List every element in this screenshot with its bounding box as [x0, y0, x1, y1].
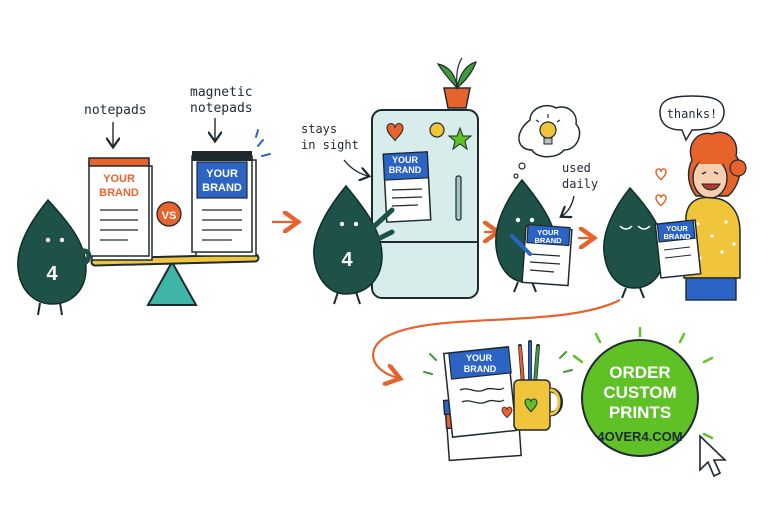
sparkle-marks [423, 351, 573, 375]
brand-text-3: YOUR [206, 168, 238, 180]
brand-text-2: BRAND [99, 187, 139, 199]
magnetic-notepad: YOUR BRAND [191, 129, 271, 257]
shine-marks [255, 129, 271, 157]
brand-text-6: BRAND [389, 165, 422, 175]
scale-bar [92, 255, 258, 265]
magnetic-label-2: notepads [190, 101, 253, 116]
cursor-icon [699, 434, 727, 478]
lightbulb-icon [539, 121, 557, 139]
pen-mug [513, 340, 563, 431]
cta-line-2: CUSTOM [603, 383, 676, 402]
notepads-label: notepads [84, 103, 147, 118]
stays-label-2: in sight [301, 138, 359, 152]
thanks-text: thanks! [667, 107, 718, 121]
comparison-scene: notepads magnetic notepads YOUR BRAND VS… [17, 85, 271, 316]
burst-marks [572, 326, 714, 440]
fridge-scene: stays in sight YOUR BRAND 4 [301, 57, 479, 305]
brand-text-12: BRAND [464, 364, 497, 374]
scale-base [146, 259, 198, 306]
brand-text-8: BRAND [534, 236, 562, 245]
vs-badge [156, 201, 182, 227]
cta-line-1: ORDER [609, 363, 670, 382]
gift-scene: YOUR BRAND thanks! [603, 95, 747, 301]
fridge-handle [455, 175, 462, 221]
mascot-number-1: 4 [46, 263, 58, 285]
pen-icon [510, 234, 532, 256]
writing-scene: used daily YOUR BRAND [495, 104, 598, 293]
vs-text: VS [162, 210, 177, 222]
used-label-2: daily [562, 177, 598, 191]
brand-text-7: YOUR [537, 228, 559, 237]
mascot-reaching: 4 [313, 184, 395, 305]
flow-arrow-curve [372, 299, 621, 378]
stays-label-1: stays [301, 122, 337, 136]
brand-text-4: BRAND [202, 182, 242, 194]
cta-line-3: PRINTS [609, 403, 671, 422]
speech-bubble [659, 95, 725, 142]
brand-text-1: YOUR [103, 173, 135, 185]
brand-text-11: YOUR [466, 353, 493, 363]
product-stack: YOUR BRAND [442, 346, 522, 462]
writing-notepad: YOUR BRAND [521, 223, 573, 287]
heart-icon-2 [655, 194, 667, 207]
brand-text-9: YOUR [666, 224, 688, 233]
brand-text-10: BRAND [663, 232, 691, 241]
brand-text-5: YOUR [392, 155, 419, 165]
heart-magnet [386, 123, 404, 142]
star-magnet [447, 126, 473, 151]
mascot-thinking: 4 [17, 198, 92, 316]
mascot-number-2: 4 [341, 249, 353, 271]
cta-url: 4OVER4.COM [597, 429, 682, 444]
heart-icon-1 [655, 168, 667, 181]
fridge-notepad: YOUR BRAND [382, 151, 432, 223]
customer-notepad: YOUR BRAND [654, 219, 702, 279]
happy-customer [683, 131, 747, 301]
potted-plant [436, 57, 477, 109]
order-prints-button[interactable]: ORDER CUSTOM PRINTS 4OVER4.COM [581, 339, 699, 457]
magnetic-label-1: magnetic [190, 85, 253, 100]
used-label-1: used [562, 161, 591, 175]
smiley-magnet [429, 122, 445, 138]
plain-notepad: YOUR BRAND [88, 157, 153, 261]
